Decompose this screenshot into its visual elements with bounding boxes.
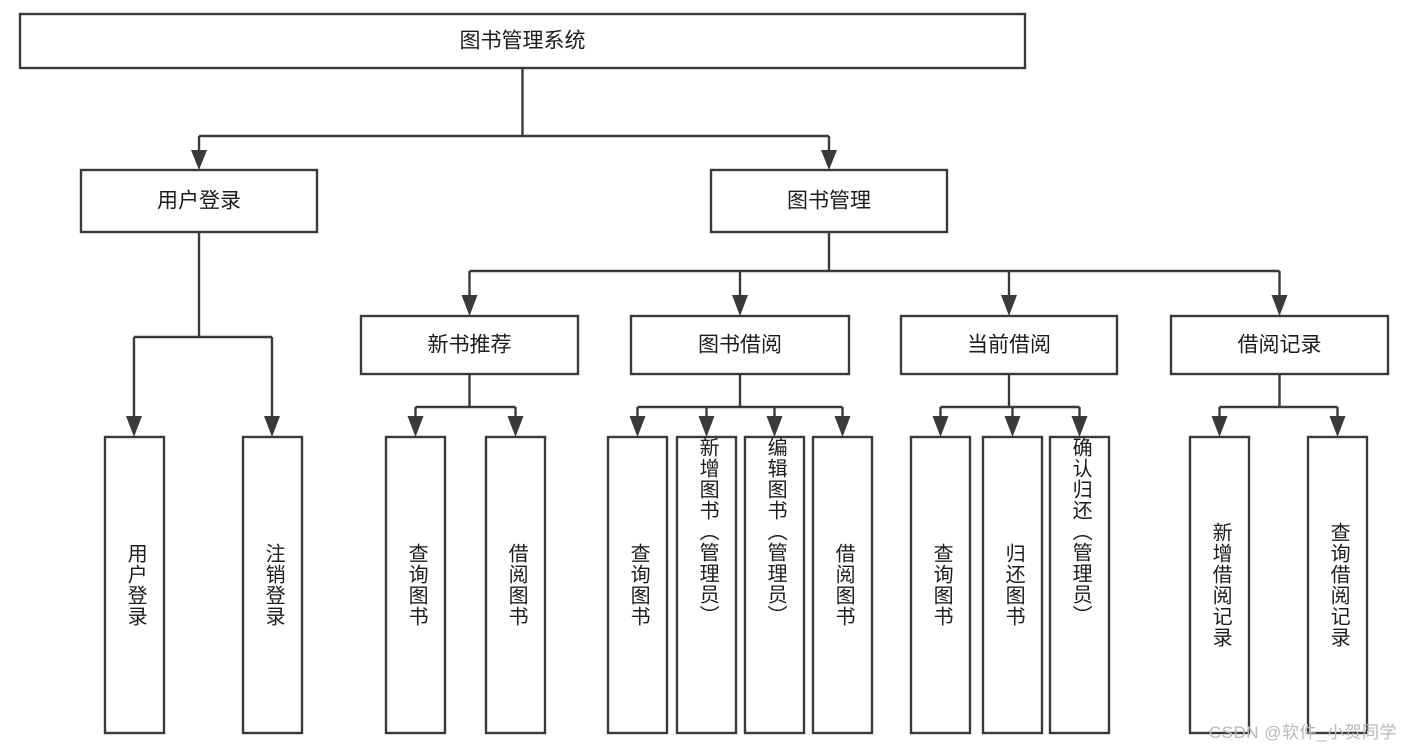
node-root[interactable]: 图书管理系统 <box>18 12 1027 70</box>
node-book-borrow[interactable]: 图书借阅 <box>629 314 851 376</box>
arrow-head-current-borrow <box>1001 295 1017 316</box>
leaf-borrow-borrow-book-box[interactable] <box>811 435 874 735</box>
connector-group-new-book-rec <box>407 374 524 437</box>
leaf-cur-query-book-box[interactable] <box>909 435 972 735</box>
node-new-book-rec-label: 新书推荐 <box>428 334 512 357</box>
connector-group-book-borrow <box>629 374 851 437</box>
arrow-head-leaf-borrow-edit-book <box>766 416 783 437</box>
arrow-head-leaf-user-logout <box>264 416 280 437</box>
node-current-borrow-box[interactable] <box>899 314 1119 376</box>
arrow-head-leaf-cur-return-book <box>1004 416 1021 437</box>
leaf-borrow-add-book-box[interactable] <box>675 435 738 735</box>
arrow-head-leaf-cur-query-book <box>932 416 949 437</box>
node-root-label: 图书管理系统 <box>460 30 586 53</box>
arrow-head-user-login <box>191 150 207 170</box>
arrow-head-leaf-borrow-add-book <box>698 416 715 437</box>
leaf-rec-add-record-box[interactable] <box>1188 435 1251 735</box>
node-new-book-rec[interactable]: 新书推荐 <box>359 314 580 376</box>
node-current-borrow[interactable]: 当前借阅 <box>899 314 1119 376</box>
leaf-borrow-query-book-box[interactable] <box>606 435 669 735</box>
leaf-cur-confirm-return-box[interactable] <box>1048 435 1111 735</box>
connector-group-user-login <box>126 232 280 437</box>
connector-group-current-borrow <box>932 374 1088 437</box>
leaf-borrow-edit-book-box[interactable] <box>743 435 806 735</box>
leaf-rec-query-book-box[interactable] <box>384 435 447 735</box>
leaf-user-logout-box[interactable] <box>241 435 304 735</box>
leaf-rec-borrow-book-box[interactable] <box>484 435 547 735</box>
arrow-head-leaf-user-login <box>126 416 142 437</box>
arrow-head-new-book-rec <box>461 295 478 316</box>
arrow-head-leaf-borrow-query-book <box>629 416 646 437</box>
arrow-head-book-borrow <box>732 295 748 316</box>
node-user-login-label: 用户登录 <box>157 190 241 213</box>
arrow-head-leaf-rec-query-record <box>1329 416 1346 437</box>
arrow-head-leaf-rec-borrow-book <box>507 416 524 437</box>
node-book-manage-box[interactable] <box>709 168 949 234</box>
node-book-manage-label: 图书管理 <box>787 190 871 213</box>
arrow-head-borrow-record <box>1271 295 1288 316</box>
connector-group-root <box>191 68 837 170</box>
node-book-borrow-label: 图书借阅 <box>698 334 782 357</box>
node-borrow-record[interactable]: 借阅记录 <box>1169 314 1390 376</box>
leaf-cur-return-book-box[interactable] <box>981 435 1044 735</box>
arrow-head-leaf-cur-confirm-return <box>1071 416 1088 437</box>
node-user-login-box[interactable] <box>79 168 319 234</box>
node-new-book-rec-box[interactable] <box>359 314 580 376</box>
arrow-head-leaf-borrow-borrow-book <box>834 416 851 437</box>
leaf-user-login-box[interactable] <box>103 435 166 735</box>
connector-group-book-manage <box>461 232 1288 316</box>
node-user-login[interactable]: 用户登录 <box>79 168 319 234</box>
node-borrow-record-box[interactable] <box>1169 314 1390 376</box>
arrow-head-leaf-rec-add-record <box>1211 416 1228 437</box>
node-book-manage[interactable]: 图书管理 <box>709 168 949 234</box>
arrow-head-leaf-rec-query-book <box>407 416 424 437</box>
node-current-borrow-label: 当前借阅 <box>967 334 1051 357</box>
watermark-text: CSDN @软件_小贺同学 <box>1208 723 1397 742</box>
connector-group-borrow-record <box>1211 374 1346 437</box>
node-borrow-record-label: 借阅记录 <box>1238 334 1322 357</box>
node-book-borrow-box[interactable] <box>629 314 851 376</box>
arrow-head-book-manage <box>821 150 837 170</box>
leaf-rec-query-record-box[interactable] <box>1306 435 1369 735</box>
node-root-box[interactable] <box>18 12 1027 70</box>
